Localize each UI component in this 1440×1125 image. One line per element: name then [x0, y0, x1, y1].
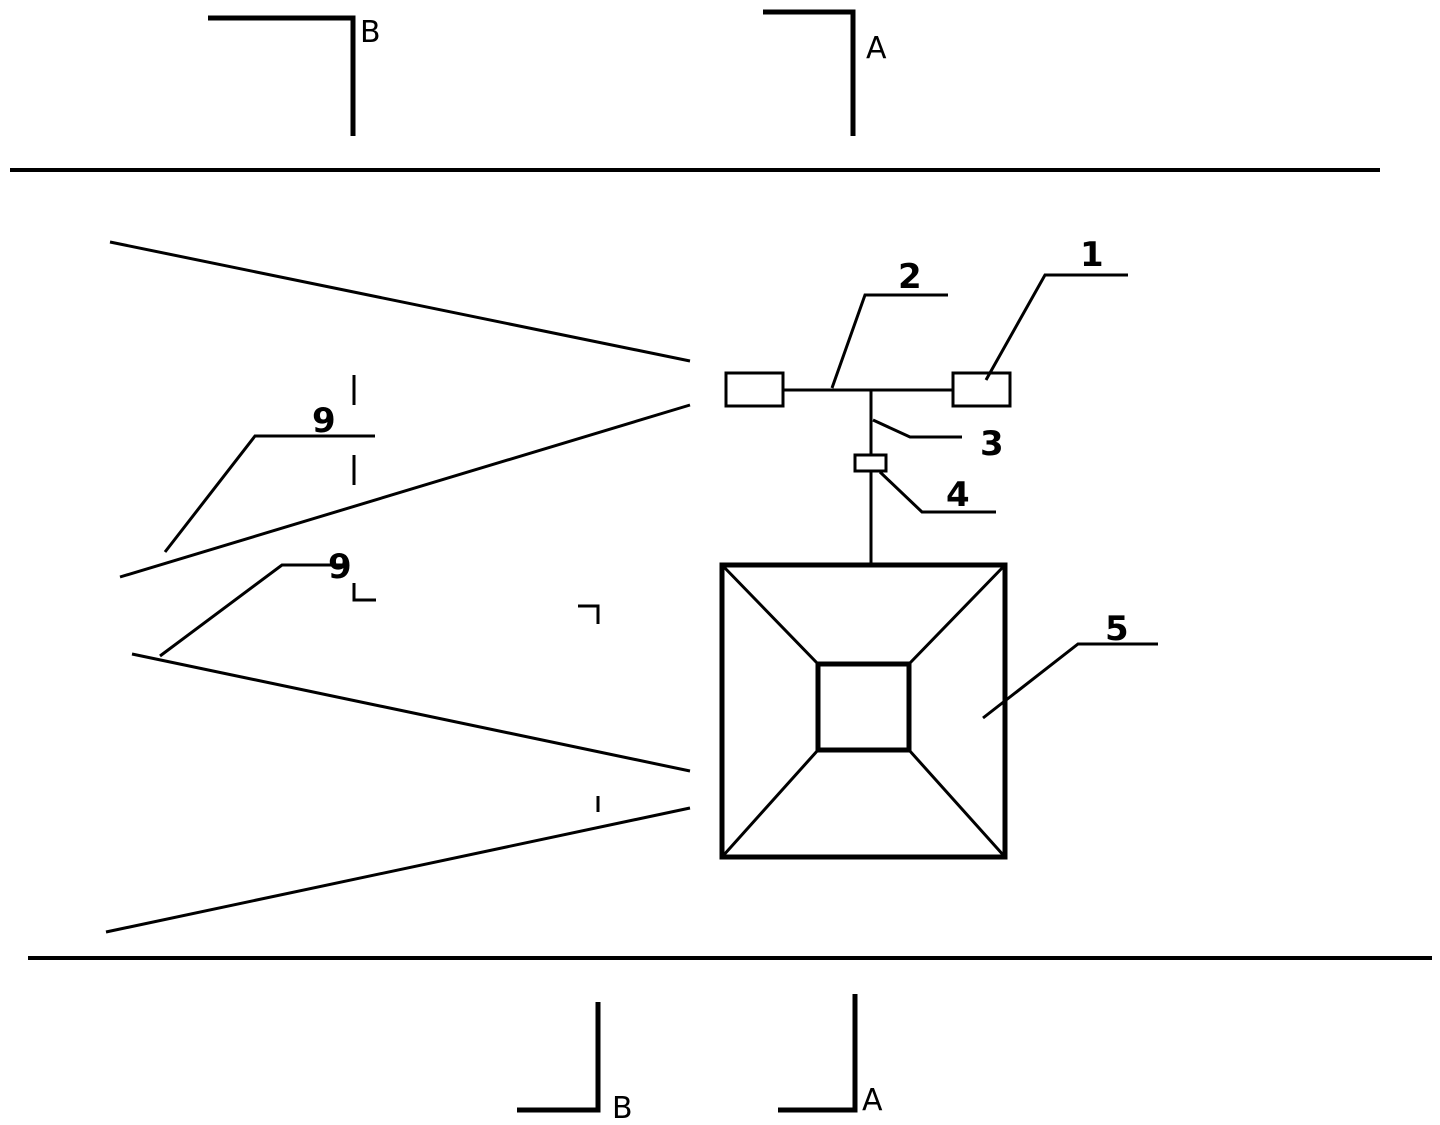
- leader-line-9-upper: [163, 434, 375, 553]
- section-label-a-bottom: A: [862, 1083, 883, 1118]
- section-label-b-bottom: B: [612, 1091, 633, 1125]
- hopper-outer-square-part-5: [719, 562, 1008, 860]
- part-label-2: 2: [898, 257, 922, 297]
- section-marker-a-bottom: [778, 994, 858, 1113]
- part-label-9-upper: 9: [312, 401, 336, 441]
- section-marker-b-top: [208, 15, 356, 136]
- section-label-a-top: A: [866, 31, 887, 66]
- part-label-3: 3: [980, 424, 1004, 464]
- hopper-inner-square: [815, 661, 912, 753]
- part-label-5: 5: [1105, 609, 1129, 649]
- right-block-part-1: [951, 371, 1012, 408]
- section-tick-corner: [578, 604, 600, 624]
- hopper-edge: [720, 563, 820, 666]
- section-marker-a-top: [763, 9, 856, 136]
- leader-line-4: [878, 470, 996, 514]
- upper-flare-top-line: [109, 240, 691, 363]
- connector-part-4: [853, 453, 888, 473]
- hopper-edge: [907, 563, 1007, 666]
- lower-flare-top-line: [131, 652, 691, 773]
- leader-line-5: [982, 642, 1158, 720]
- part-label-4: 4: [946, 475, 970, 515]
- leader-line-9-lower: [159, 563, 345, 658]
- leader-line-1: [984, 273, 1128, 381]
- lower-flare-bottom-line: [105, 806, 691, 934]
- left-block: [724, 371, 785, 408]
- hopper-edge: [720, 748, 820, 859]
- hopper-edge: [907, 748, 1007, 859]
- part-label-9-lower: 9: [328, 547, 352, 587]
- section-label-b-top: B: [360, 15, 381, 50]
- leader-line-3: [872, 418, 962, 439]
- leader-line-2: [830, 293, 948, 389]
- section-marker-b-bottom: [517, 1002, 601, 1113]
- section-tick-corner: [352, 583, 376, 602]
- upper-flare-bottom-line: [119, 403, 691, 579]
- part-label-1: 1: [1080, 235, 1104, 275]
